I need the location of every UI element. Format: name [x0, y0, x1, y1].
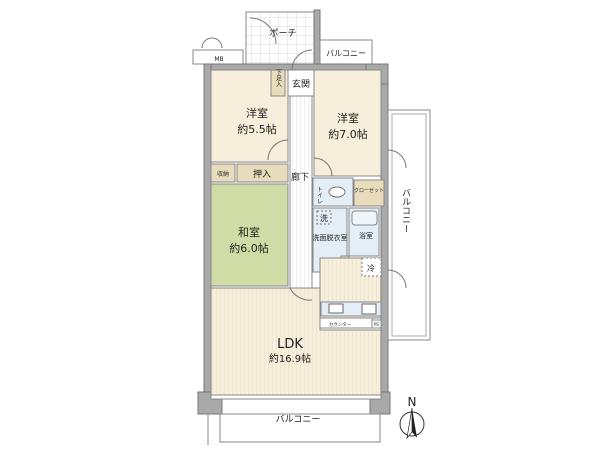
fridge-label: 冷	[367, 263, 375, 273]
ps-label: PS	[374, 322, 379, 327]
room-name: 和室	[238, 225, 260, 239]
room-name: 洋室	[246, 106, 268, 120]
toilet-icon	[328, 186, 346, 198]
mb-label: MB	[214, 56, 223, 63]
hallway	[289, 95, 313, 291]
hallway-label: 廊下	[291, 171, 309, 183]
room-name: 洋室	[337, 111, 359, 125]
walk-closet-label: クローゼット	[354, 187, 384, 194]
pipe-space	[371, 319, 382, 329]
balcony-bottom-label: バルコニー	[276, 414, 321, 425]
balcony-top-label: バルコニー	[326, 49, 366, 58]
balcony-top: バルコニー	[319, 39, 373, 65]
western-room-2: 洋室 約7.0帖	[313, 69, 382, 177]
washer-label: 洗	[320, 213, 328, 223]
porch: ポーチ	[245, 9, 321, 67]
porch-label: ポーチ	[269, 28, 296, 39]
japanese-room: 和室 約6.0帖	[210, 183, 289, 287]
oshiire	[236, 163, 289, 183]
oshiire-label: 押入	[253, 168, 271, 180]
balcony-right: バルコニー	[387, 109, 431, 341]
compass: N	[399, 395, 425, 440]
balcony-right-label: バルコニー	[400, 188, 411, 233]
walk-closet	[353, 179, 385, 207]
storage	[210, 163, 236, 183]
washroom-label: 洗面脱衣室	[313, 233, 348, 242]
wall-left	[203, 63, 212, 401]
wall-top	[203, 63, 389, 71]
stove-icon	[361, 303, 377, 315]
entrance-label: 玄関	[292, 78, 310, 90]
balcony-bottom: バルコニー	[207, 413, 381, 445]
sink-icon	[328, 303, 344, 314]
room-size: 約16.9帖	[269, 352, 311, 365]
bathroom-label: 浴室	[359, 231, 373, 240]
shoe-closet	[270, 69, 286, 97]
counter-label: カウンター	[329, 321, 352, 328]
room-name: LDK	[277, 337, 303, 352]
fridge-space	[361, 257, 382, 277]
wall-right	[380, 63, 389, 401]
room-size: 約5.5帖	[237, 122, 277, 136]
meter-box: MB	[192, 37, 244, 65]
shoe-closet-label: 下足入	[275, 69, 282, 87]
compass-north-label: N	[408, 395, 417, 409]
room-size: 約6.0帖	[229, 241, 269, 255]
storage-label: 収納	[217, 170, 229, 178]
window-sash	[210, 394, 382, 400]
toilet-label: トイレ	[316, 186, 323, 204]
bathtub-icon	[351, 210, 378, 226]
north-arrow-icon	[412, 408, 417, 438]
room-size: 約7.0帖	[328, 127, 368, 141]
washer-space	[316, 210, 332, 225]
